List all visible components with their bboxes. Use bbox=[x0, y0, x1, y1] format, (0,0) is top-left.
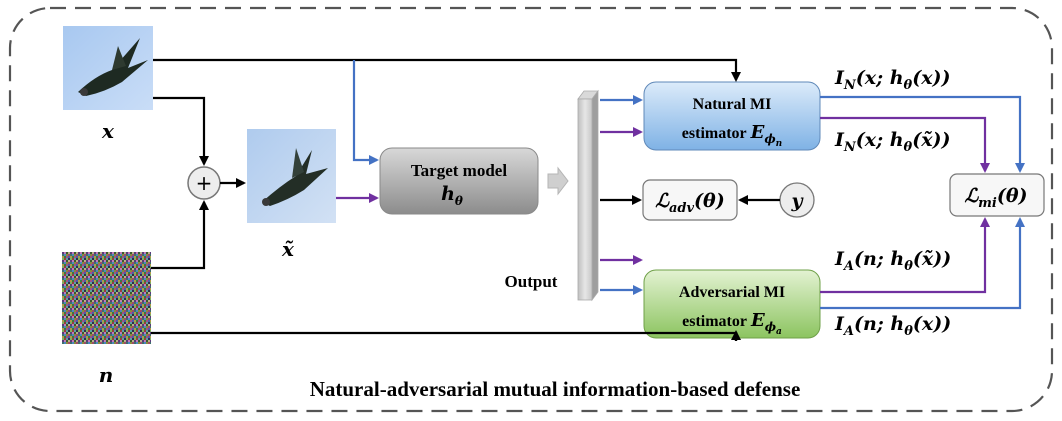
arrow-natural-to-loss-mi-purple bbox=[820, 116, 990, 173]
plus-symbol: + bbox=[196, 171, 213, 195]
arrow-adversarial-to-loss-mi-purple bbox=[820, 217, 990, 294]
target-model-label: Target model bbox=[411, 161, 507, 180]
loss-adv-label: ℒadv(θ) bbox=[655, 190, 724, 216]
output-arrow bbox=[547, 166, 569, 196]
adversarial-estimator-line1: Adversarial MI bbox=[679, 284, 785, 301]
target-model-box bbox=[379, 147, 539, 215]
output-layer bbox=[577, 89, 599, 302]
term-ia-n-x: IA(n; hθ(x)) bbox=[834, 313, 951, 339]
label-n: n bbox=[99, 363, 114, 387]
term-in-x-tilde: IN(x; hθ(x̃)) bbox=[834, 129, 951, 155]
natural-estimator-line1: Natural MI bbox=[693, 96, 772, 113]
loss-mi-box bbox=[949, 173, 1045, 217]
diagram-title: Natural-adversarial mutual information-b… bbox=[310, 377, 801, 401]
arrow-n-to-sum bbox=[151, 200, 209, 270]
natural-estimator-line2: estimator Eϕn bbox=[682, 122, 782, 149]
term-ia-n-x-tilde: IA(n; hθ(x̃)) bbox=[834, 248, 951, 274]
output-label: Output bbox=[505, 272, 558, 291]
loss-adv-box bbox=[642, 179, 738, 221]
arrow-x-to-target bbox=[352, 60, 379, 165]
dashed-frame bbox=[8, 6, 1054, 413]
image-x bbox=[63, 26, 153, 110]
target-model-symbol: hθ bbox=[441, 183, 463, 208]
arrow-x-to-sum bbox=[153, 96, 209, 166]
term-in-x: IN(x; hθ(x)) bbox=[834, 67, 951, 93]
adversarial-estimator-line2: estimator Eϕa bbox=[682, 310, 782, 337]
image-x-tilde bbox=[247, 129, 336, 223]
arrow-x-to-natural bbox=[153, 58, 741, 82]
arrow-adversarial-to-loss-mi-blue bbox=[820, 217, 1025, 310]
label-x-tilde: x̃ bbox=[281, 237, 295, 261]
arrow-natural-to-loss-mi-blue bbox=[820, 95, 1025, 173]
label-x: x bbox=[101, 119, 115, 143]
label-y: y bbox=[790, 190, 804, 212]
image-n bbox=[62, 252, 151, 344]
natural-mi-estimator-box bbox=[643, 81, 821, 151]
loss-mi-label: ℒmi(θ) bbox=[964, 185, 1027, 211]
